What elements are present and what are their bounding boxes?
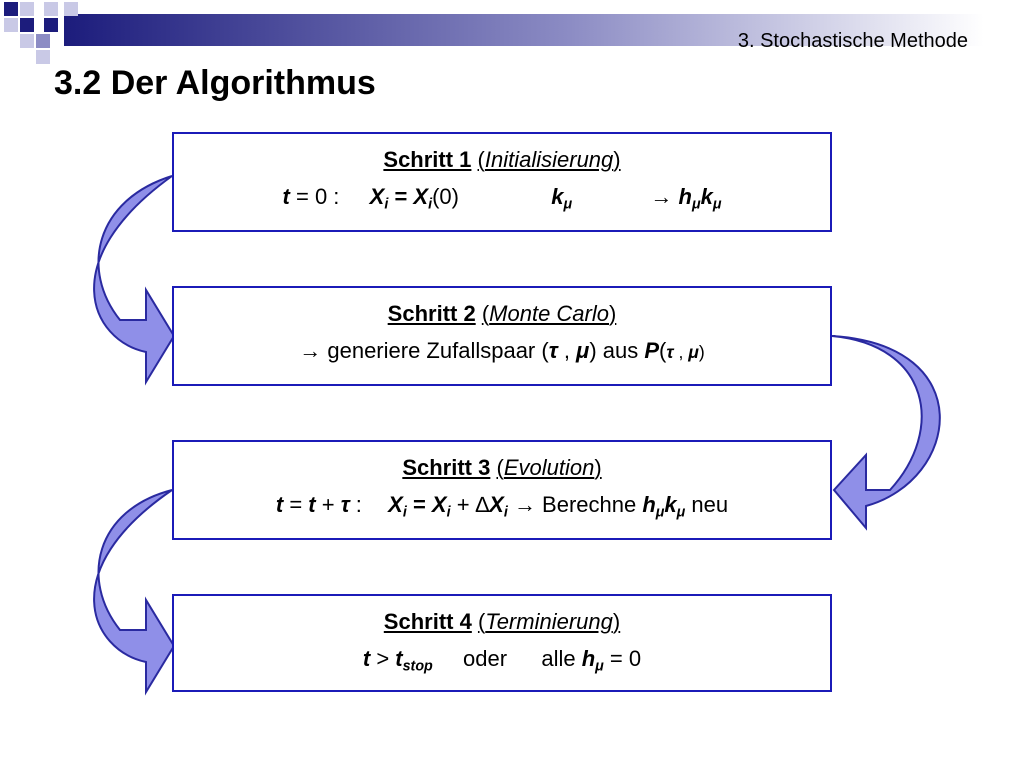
deco-square <box>36 34 50 48</box>
step-3-formula: t = t + τ : Xi = Xi + ∆Xi → Berechne hμk… <box>275 492 729 521</box>
step-4-formula: t > tstop oder alle hμ = 0 <box>362 646 642 675</box>
step-1-subtitle: Initialisierung <box>484 147 614 172</box>
step-1-title: Schritt 1 <box>383 147 472 172</box>
step-2-subtitle: Monte Carlo <box>489 301 609 326</box>
deco-square <box>4 18 18 32</box>
deco-square <box>36 50 50 64</box>
step-2-formula: → generiere Zufallspaar (τ , μ) aus P(τ … <box>299 338 705 363</box>
step-2-box: Schritt 2 (Monte Carlo) → generiere Zufa… <box>172 286 832 386</box>
step-4-subtitle: Terminierung <box>485 609 613 634</box>
step-3-box: Schritt 3 (Evolution) t = t + τ : Xi = X… <box>172 440 832 540</box>
deco-square <box>20 2 34 16</box>
section-label: 3. Stochastische Methode <box>737 30 968 52</box>
deco-square <box>64 2 78 16</box>
curved-arrow-step3-to-step4 <box>93 489 176 696</box>
header-decoration <box>4 2 984 64</box>
step-4-title: Schritt 4 <box>383 609 472 634</box>
deco-square <box>4 2 18 16</box>
deco-square <box>20 18 34 32</box>
step-3-subtitle: Evolution <box>503 455 595 480</box>
step-2-title: Schritt 2 <box>387 301 476 326</box>
step-1-formula: t = 0 : Xi = Xi(0) kμ → hμkμ <box>282 184 722 213</box>
deco-square <box>44 18 58 32</box>
step-4-box: Schritt 4 (Terminierung) t > tstop oder … <box>172 594 832 692</box>
slide-title: 3.2 Der Algorithmus <box>54 64 376 102</box>
header-gradient-bar <box>64 14 984 46</box>
step-1-box: Schritt 1 (Initialisierung) t = 0 : Xi =… <box>172 132 832 232</box>
deco-square <box>44 2 58 16</box>
curved-arrow-step2-to-step3 <box>831 335 941 531</box>
curved-arrow-step1-to-step2 <box>93 175 176 386</box>
deco-square <box>20 34 34 48</box>
step-3-title: Schritt 3 <box>402 455 491 480</box>
